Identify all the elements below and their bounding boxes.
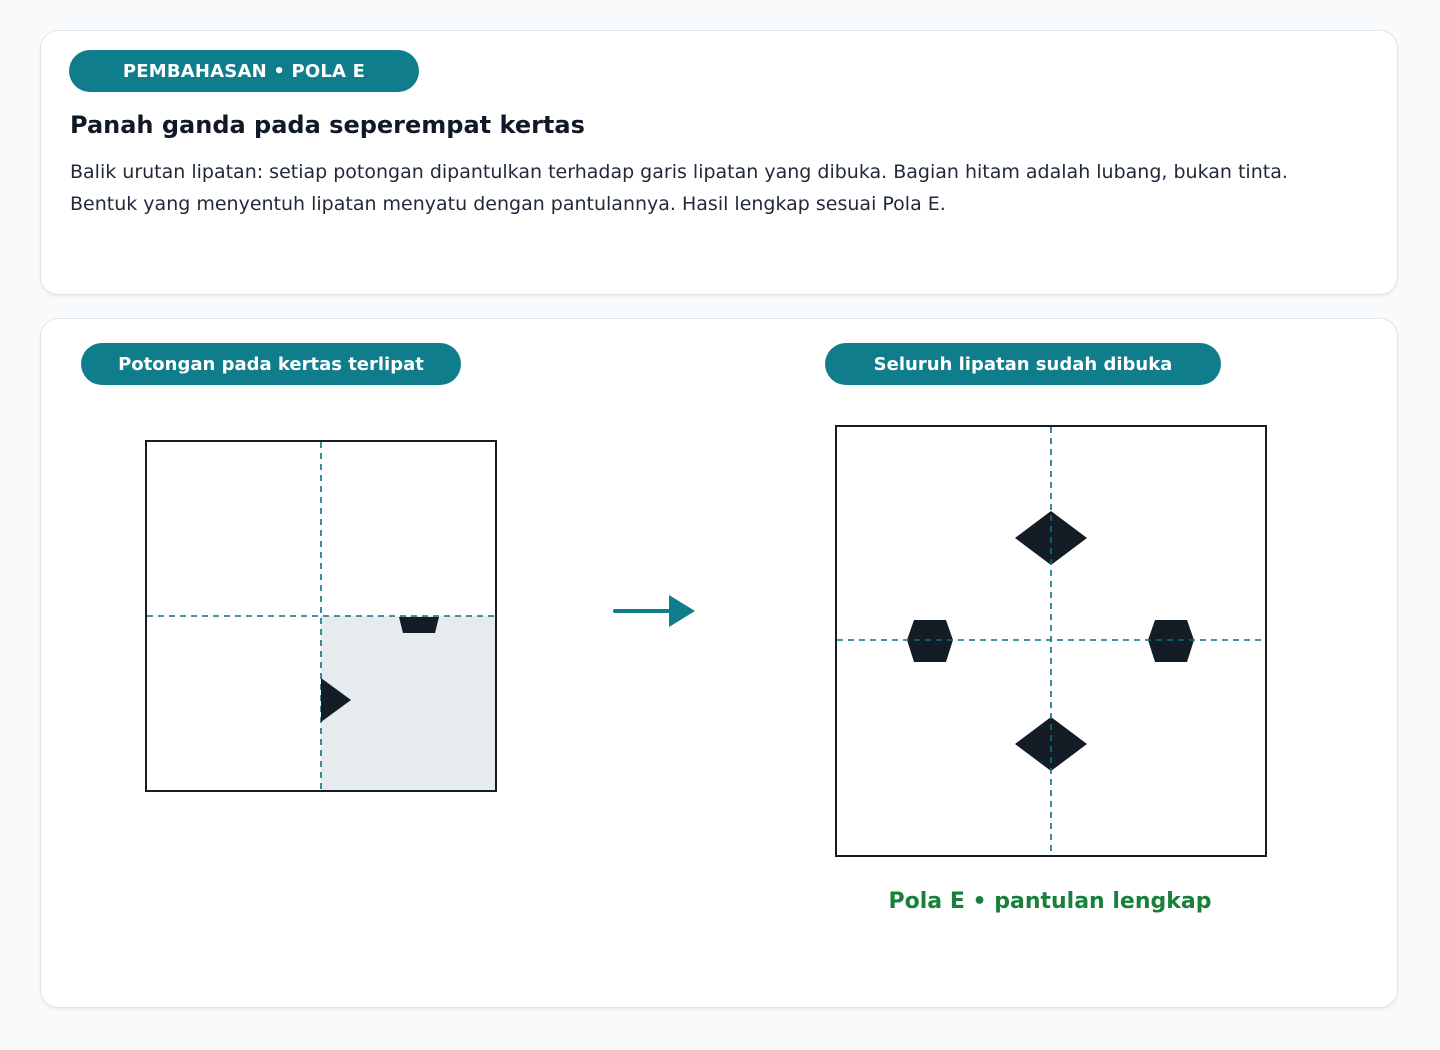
paper-outline [145,440,497,792]
explanation-card: PEMBAHASAN • POLA E Panah ganda pada sep… [40,30,1398,295]
unfolded-paper-diagram [835,425,1267,857]
hexagon-hole-right [1148,620,1194,662]
unfolded-paper-label: Seluruh lipatan sudah dibuka [825,343,1221,385]
triangle-cut [321,678,351,722]
result-caption: Pola E • pantulan lengkap [888,889,1212,914]
hexagon-hole-left [907,620,953,662]
trapezoid-cut [399,617,439,633]
arrow-right-icon [613,595,695,627]
paper-outline [835,425,1267,857]
page-title: Panah ganda pada seperempat kertas [70,111,585,139]
folded-quarter [321,616,496,791]
explanation-text: Balik urutan lipatan: setiap potongan di… [70,161,1288,215]
section-badge: PEMBAHASAN • POLA E [69,50,419,92]
diamond-hole-bottom [1015,717,1087,771]
illustration-card: Potongan pada kertas terlipat Seluruh li… [40,318,1398,1008]
folded-paper-diagram [145,440,497,792]
folded-paper-label: Potongan pada kertas terlipat [81,343,461,385]
